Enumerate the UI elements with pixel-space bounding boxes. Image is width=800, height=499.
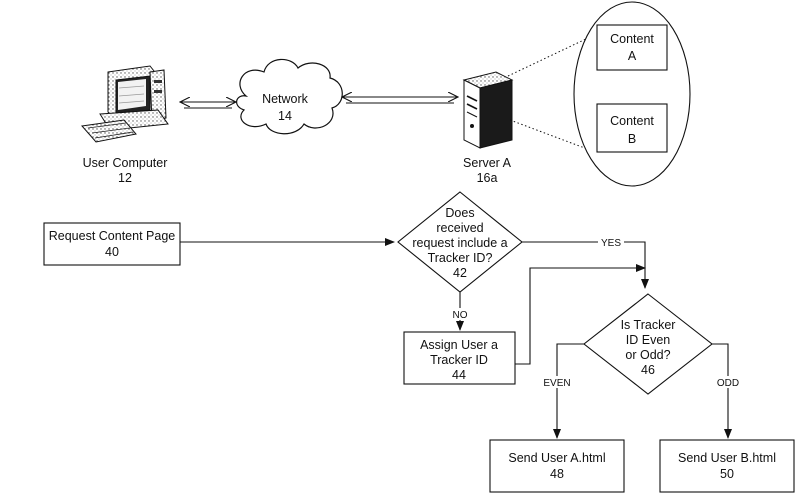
decision-42-line4: Tracker ID?	[428, 251, 493, 265]
decision-46-line1: Is Tracker	[621, 318, 676, 332]
assign-line2: Tracker ID	[430, 353, 488, 367]
user-computer-ref: 12	[118, 171, 132, 185]
decision-42-line1: Does	[445, 206, 474, 220]
assign-line1: Assign User a	[420, 338, 498, 352]
send-user-b-box	[659, 439, 795, 493]
send-b-label: Send User B.html	[678, 451, 776, 465]
decision-42-ref: 42	[453, 266, 467, 280]
even-label-bg	[542, 376, 572, 388]
network-cloud-icon	[236, 58, 343, 135]
content-b-label: Content	[610, 114, 654, 128]
odd-label-bg	[715, 376, 741, 388]
network-label: Network	[262, 92, 309, 106]
arrow-even-to-send-a	[553, 343, 584, 439]
server-icon	[462, 71, 514, 149]
yes-label-bg	[598, 236, 624, 248]
server-label: Server A	[463, 156, 512, 170]
arrow-assign-to-even-odd	[515, 264, 646, 365]
send-a-ref: 48	[550, 467, 564, 481]
user-computer-label: User Computer	[83, 156, 168, 170]
decision-46-line2: ID Even	[626, 333, 671, 347]
assign-tracker-id-box	[403, 331, 516, 385]
content-b-box	[596, 103, 668, 153]
no-label: NO	[453, 310, 468, 321]
arrow-odd-to-send-b	[712, 343, 732, 439]
content-a-label: Content	[610, 32, 654, 46]
content-a-box	[596, 24, 668, 71]
decision-42-line3: request include a	[412, 236, 507, 250]
content-b-letter: B	[628, 132, 636, 146]
network-ref: 14	[278, 109, 292, 123]
user-computer-icon	[81, 65, 169, 143]
server-ref: 16a	[477, 171, 498, 185]
no-label-bg	[449, 308, 471, 320]
request-content-page-box	[43, 222, 181, 266]
decision-46-line3: or Odd?	[625, 348, 670, 362]
yes-label: YES	[601, 238, 621, 249]
request-content-page-label: Request Content Page	[49, 229, 176, 243]
decision-42-line2: received	[436, 221, 483, 235]
send-b-ref: 50	[720, 467, 734, 481]
send-user-a-box	[489, 439, 625, 493]
send-a-label: Send User A.html	[508, 451, 605, 465]
even-label: EVEN	[543, 378, 570, 389]
decision-46-ref: 46	[641, 363, 655, 377]
content-a-letter: A	[628, 49, 637, 63]
even-odd-decision-diamond	[583, 293, 713, 395]
odd-label: ODD	[717, 378, 739, 389]
arrow-yes-to-even-odd	[522, 241, 649, 289]
callout-line-top	[507, 37, 589, 77]
assign-ref: 44	[452, 368, 466, 382]
request-content-page-ref: 40	[105, 245, 119, 259]
